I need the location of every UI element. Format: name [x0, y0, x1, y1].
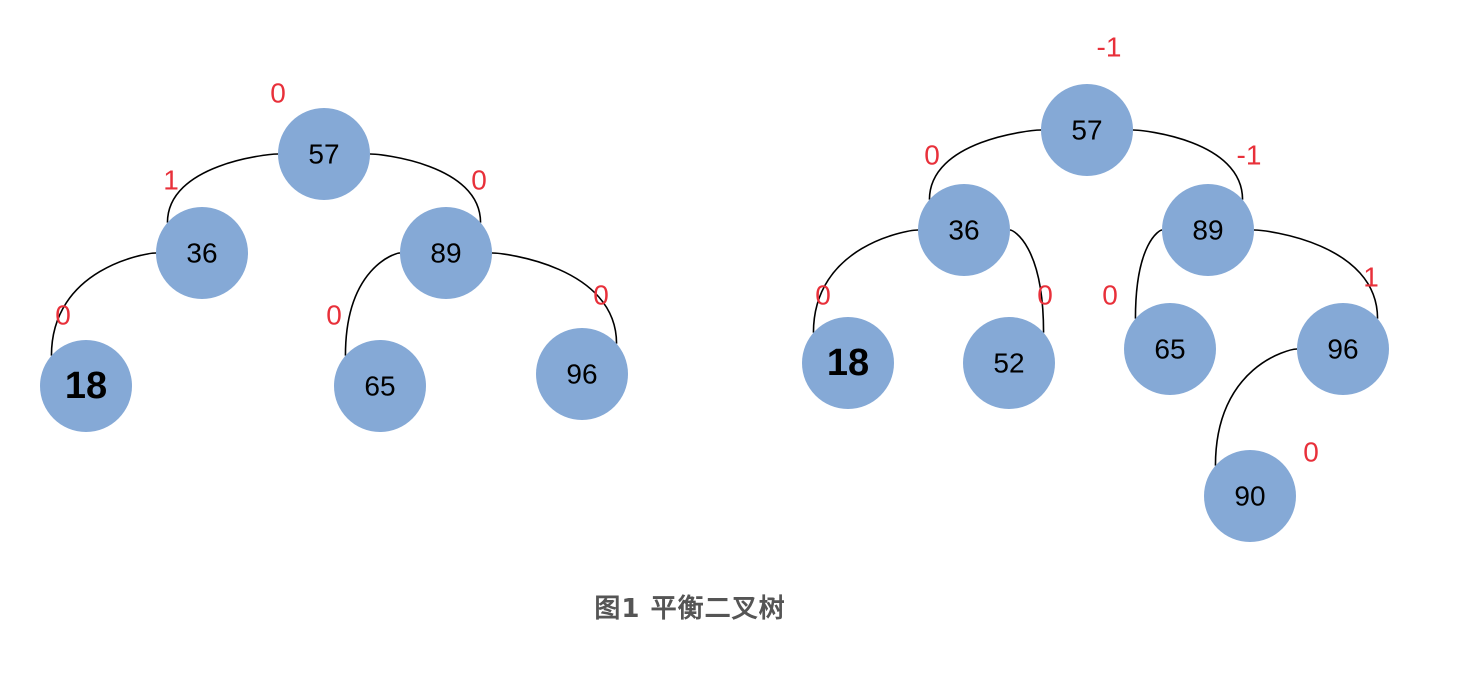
node-value: 18 [65, 365, 107, 407]
tree-edge [166, 153, 279, 223]
tree-edge [812, 229, 919, 333]
tree-node: 52 [963, 317, 1055, 409]
tree-edge [50, 252, 157, 356]
node-value: 96 [566, 359, 597, 390]
balance-factor-label: 0 [593, 280, 609, 311]
balance-factor-layer: 0 1 0 0 0 0 -1 0 -1 0 0 0 1 0 [55, 32, 1379, 468]
node-circle [1041, 84, 1133, 176]
tree-node: 65 [334, 340, 426, 432]
balance-factor-label: 0 [471, 165, 487, 196]
node-value: 57 [308, 139, 339, 170]
tree-node: 89 [1162, 184, 1254, 276]
tree-node: 96 [1297, 303, 1389, 395]
tree-node: 36 [156, 207, 248, 299]
balance-factor-label: 0 [326, 300, 342, 331]
node-value: 57 [1071, 115, 1102, 146]
balance-factor-label: -1 [1237, 140, 1262, 171]
node-circle [536, 328, 628, 420]
node-value: 89 [1192, 215, 1223, 246]
tree-edge [1253, 229, 1379, 319]
node-value: 52 [993, 348, 1024, 379]
balance-factor-label: 0 [924, 140, 940, 171]
tree-node: 89 [400, 207, 492, 299]
node-value: 90 [1234, 481, 1265, 512]
tree-node: 18 [40, 340, 132, 432]
node-circle [334, 340, 426, 432]
node-value: 18 [827, 342, 869, 384]
node-circle [918, 184, 1010, 276]
tree-edge [491, 252, 618, 344]
node-circle [802, 317, 894, 409]
balance-factor-label: 0 [55, 300, 71, 331]
tree-edge [1134, 229, 1163, 319]
tree-node: 96 [536, 328, 628, 420]
node-value: 96 [1327, 334, 1358, 365]
balance-factor-label: 0 [270, 78, 286, 109]
node-value: 36 [948, 215, 979, 246]
node-value: 65 [1154, 334, 1185, 365]
node-circle [156, 207, 248, 299]
node-value: 36 [186, 238, 217, 269]
tree-edge [344, 252, 401, 356]
tree-edge [928, 129, 1042, 200]
nodes-layer: 57 36 89 18 65 96 57 36 89 18 52 65 96 90 [40, 84, 1389, 542]
edges-layer [50, 129, 1379, 466]
balance-factor-label: 0 [1303, 437, 1319, 468]
tree-edge [1009, 229, 1045, 333]
tree-edge [369, 153, 482, 223]
node-circle [1297, 303, 1389, 395]
node-circle [40, 340, 132, 432]
tree-edge [1132, 129, 1244, 200]
node-circle [278, 108, 370, 200]
node-circle [400, 207, 492, 299]
balance-factor-label: 1 [1363, 262, 1379, 293]
balance-factor-label: -1 [1097, 32, 1122, 63]
balance-factor-label: 0 [1037, 280, 1053, 311]
tree-node: 18 [802, 317, 894, 409]
tree-node: 36 [918, 184, 1010, 276]
node-circle [1124, 303, 1216, 395]
tree-edge [1214, 348, 1298, 466]
tree-node: 90 [1204, 450, 1296, 542]
figure-caption: 图1 平衡二叉树 [594, 594, 786, 624]
node-circle [963, 317, 1055, 409]
tree-node: 57 [1041, 84, 1133, 176]
node-value: 89 [430, 238, 461, 269]
balance-factor-label: 1 [163, 165, 179, 196]
node-circle [1162, 184, 1254, 276]
tree-node: 57 [278, 108, 370, 200]
tree-node: 65 [1124, 303, 1216, 395]
node-value: 65 [364, 371, 395, 402]
balance-factor-label: 0 [1102, 280, 1118, 311]
node-circle [1204, 450, 1296, 542]
balance-factor-label: 0 [815, 280, 831, 311]
